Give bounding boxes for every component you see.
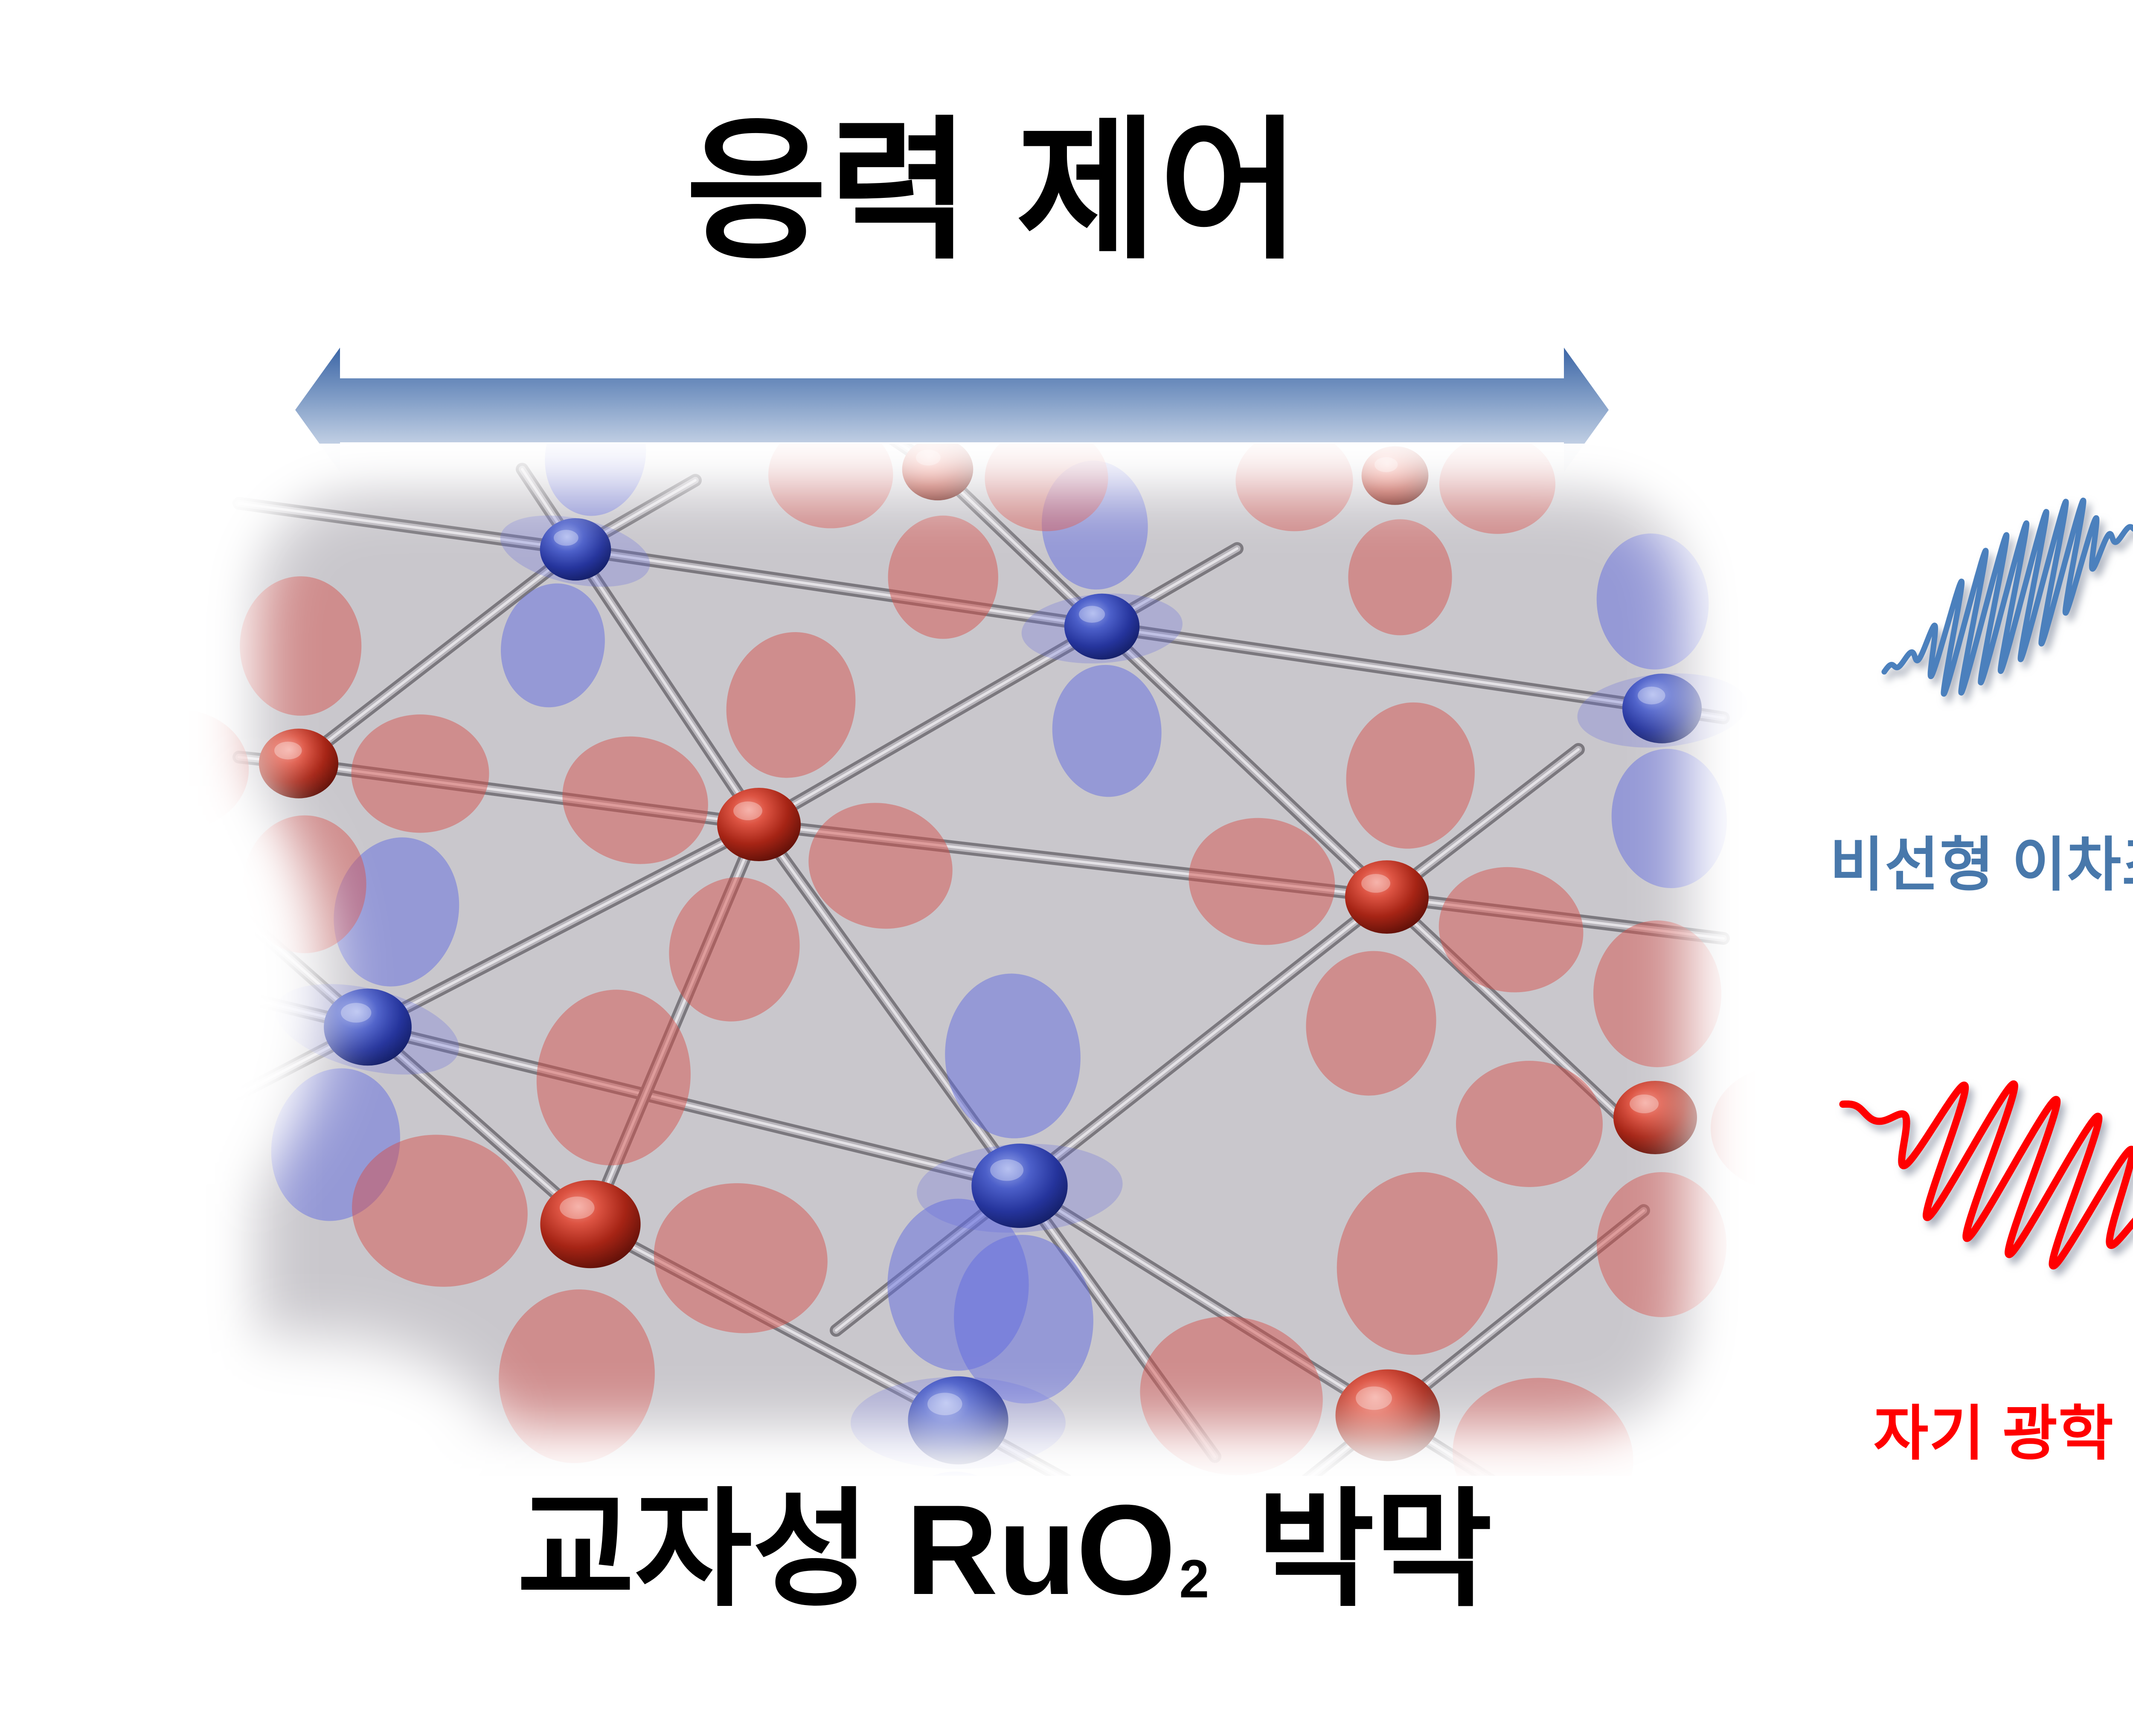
mo-wave-label: 자기 광학 효과 <box>1873 1400 2133 1467</box>
blue-atom <box>971 1144 1068 1228</box>
red-atom <box>1345 860 1429 934</box>
blue-atom <box>540 518 611 581</box>
red-atom <box>540 1180 641 1269</box>
double-arrow-shape <box>295 348 1609 472</box>
stress-control-double-arrow-icon <box>295 348 1609 472</box>
red-orbital-lobe <box>562 632 953 1022</box>
caption-subscript: 2 <box>1179 1548 1209 1609</box>
red-orbital-lobe <box>1189 702 1584 1096</box>
red-atom <box>259 729 339 798</box>
wave-packet-icons <box>1839 497 2133 1270</box>
caption-suffix: 박막 <box>1257 1478 1493 1621</box>
caption-prefix: 교자성 RuO <box>517 1478 1176 1621</box>
atom-spheres <box>259 444 1702 1465</box>
blue-atom <box>1064 593 1140 660</box>
blue-atom <box>324 988 412 1066</box>
red-atom <box>717 788 801 861</box>
ruo2-lattice-illustration <box>183 444 1762 1476</box>
shg-wave-label: 비선형 이차조화파 <box>1829 832 2133 898</box>
figure-title: 응력 제어 <box>686 105 1302 277</box>
shg-wave-icon <box>1881 497 2133 697</box>
red-orbital-lobe <box>352 990 828 1463</box>
red-atom <box>1613 1081 1697 1154</box>
blue-atom <box>1622 673 1702 743</box>
mo-wave-icon <box>1839 1080 2133 1270</box>
figure-caption: 교자성 RuO2 박막 <box>375 1446 1634 1631</box>
white-feather-vignette <box>183 444 1762 1476</box>
